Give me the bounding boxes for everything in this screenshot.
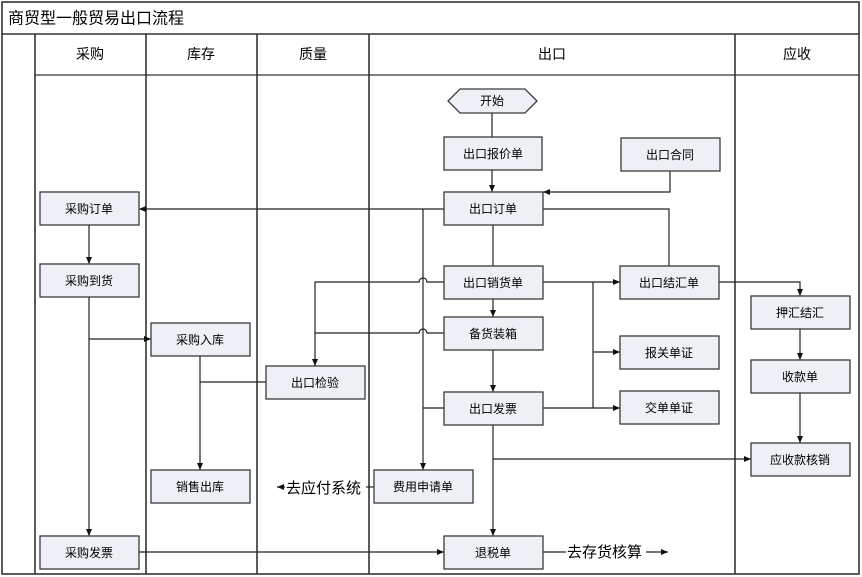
svg-text:采购到货: 采购到货 — [65, 273, 113, 288]
node-packing[interactable]: 备货装箱 — [443, 316, 544, 351]
svg-text:出口报价单: 出口报价单 — [463, 146, 523, 161]
node-customs-docs[interactable]: 报关单证 — [619, 335, 720, 370]
svg-text:销售出库: 销售出库 — [176, 479, 224, 494]
svg-text:出口合同: 出口合同 — [646, 147, 694, 162]
connectors — [86, 113, 803, 555]
svg-text:开始: 开始 — [480, 94, 504, 108]
node-export-order[interactable]: 出口订单 — [443, 191, 544, 226]
svg-text:出口销货单: 出口销货单 — [463, 275, 523, 290]
node-sales-outstock[interactable]: 销售出库 — [150, 469, 251, 504]
swimlanes: 采购 库存 质量 出口 应收 — [34, 34, 859, 574]
node-export-invoice[interactable]: 出口发票 — [443, 391, 544, 426]
svg-text:收款单: 收款单 — [782, 370, 818, 384]
node-purchase-order[interactable]: 采购订单 — [39, 191, 140, 226]
node-export-quote[interactable]: 出口报价单 — [443, 136, 543, 171]
node-delivery-docs[interactable]: 交单单证 — [619, 390, 720, 425]
svg-text:交单单证: 交单单证 — [645, 400, 693, 415]
node-export-sales[interactable]: 出口销货单 — [443, 265, 544, 300]
svg-text:采购发票: 采购发票 — [65, 545, 113, 560]
node-export-contract[interactable]: 出口合同 — [620, 137, 721, 172]
node-negotiation[interactable]: 押汇结汇 — [750, 295, 851, 330]
node-receipt[interactable]: 收款单 — [750, 359, 851, 394]
start-node[interactable]: 开始 — [447, 88, 538, 114]
svg-text:采购订单: 采购订单 — [65, 201, 113, 216]
svg-text:出口订单: 出口订单 — [469, 202, 517, 216]
svg-text:采购入库: 采购入库 — [176, 332, 224, 347]
lane-purchase: 采购 — [76, 47, 104, 63]
svg-text:费用申请单: 费用申请单 — [393, 480, 453, 494]
note-to-inventory: 去存货核算 — [567, 543, 642, 561]
node-tax-refund[interactable]: 退税单 — [443, 535, 544, 570]
node-purchase-invoice[interactable]: 采购发票 — [39, 535, 140, 570]
node-purchase-instock[interactable]: 采购入库 — [150, 322, 251, 357]
svg-text:备货装箱: 备货装箱 — [469, 326, 517, 341]
svg-text:退税单: 退税单 — [475, 546, 511, 560]
lane-inventory: 库存 — [187, 47, 215, 63]
diagram-title: 商贸型一般贸易出口流程 — [8, 9, 184, 28]
svg-text:出口发票: 出口发票 — [469, 401, 517, 416]
svg-text:报关单证: 报关单证 — [645, 345, 693, 360]
svg-text:押汇结汇: 押汇结汇 — [776, 306, 824, 320]
node-ar-writeoff[interactable]: 应收款核销 — [750, 442, 851, 477]
node-export-settlement[interactable]: 出口结汇单 — [619, 265, 720, 300]
lane-quality: 质量 — [299, 47, 327, 63]
node-export-inspection[interactable]: 出口检验 — [265, 365, 366, 400]
svg-text:出口结汇单: 出口结汇单 — [639, 276, 699, 290]
lane-export: 出口 — [538, 47, 566, 63]
node-expense-request[interactable]: 费用申请单 — [373, 469, 474, 504]
svg-text:出口检验: 出口检验 — [291, 375, 339, 390]
node-purchase-arrival[interactable]: 采购到货 — [39, 263, 140, 298]
lane-receivable: 应收 — [783, 46, 811, 63]
svg-text:应收款核销: 应收款核销 — [770, 452, 830, 467]
note-to-ap: 去应付系统 — [286, 479, 361, 497]
